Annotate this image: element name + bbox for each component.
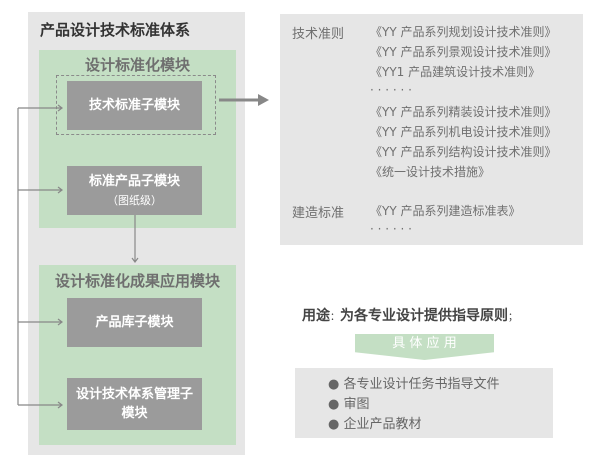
list-item: · · · · · · (370, 222, 412, 236)
application-list: ● 各专业设计任务书指导文件 ● 审图 ● 企业产品教材 (328, 373, 500, 433)
list-item: 《YY 产品系列规划设计技术准则》 (370, 25, 557, 39)
list-item: 《YY1 产品建筑设计技术准则》 (370, 65, 541, 79)
purpose-statement: 用途：为各专业设计提供指导原则； (302, 305, 518, 325)
list-item: 《YY 产品系列建造标准表》 (370, 204, 521, 218)
list-item: 《YY 产品系列机电设计技术准则》 (370, 125, 557, 139)
down-connector (131, 215, 139, 263)
list-item: 《YY 产品系列结构设计技术准则》 (370, 145, 557, 159)
module-label: 设计技术体系管理子模块 (75, 387, 193, 421)
tech-criteria-label: 技术准则 (292, 27, 345, 42)
purpose-end: ； (508, 312, 518, 323)
purpose-sep: ： (330, 312, 340, 323)
list-item: ● 企业产品教材 (328, 417, 422, 432)
list-item: ● 审图 (328, 397, 370, 412)
purpose-label: 用途 (302, 308, 330, 324)
tech-system-management-submodule[interactable]: 设计技术体系管理子模块 (67, 378, 202, 430)
purpose-text: 为各专业设计提供指导原则 (340, 308, 508, 324)
product-library-submodule[interactable]: 产品库子模块 (67, 298, 202, 347)
application-module-title: 设计标准化成果应用模块 (54, 272, 220, 290)
list-item: ● 各专业设计任务书指导文件 (328, 377, 500, 392)
standard-product-submodule[interactable]: 标准产品子模块 （图纸级） (67, 166, 202, 215)
tech-standard-submodule[interactable]: 技术标准子模块 (67, 81, 202, 130)
list-item: 《统一设计技术措施》 (370, 165, 491, 179)
module-label: 标准产品子模块 (88, 173, 180, 189)
list-item: 《YY 产品系列景观设计技术准则》 (370, 45, 557, 59)
system-title: 产品设计技术标准体系 (40, 21, 191, 39)
arrow-to-management (18, 401, 63, 409)
standards-panel (280, 14, 583, 245)
application-list-panel (295, 368, 553, 438)
arrow-to-library (18, 318, 63, 326)
standardization-module-title: 设计标准化模块 (84, 56, 190, 74)
list-item: 《YY 产品系列精装设计技术准则》 (370, 105, 557, 119)
build-standard-label: 建造标准 (292, 206, 345, 221)
module-label: 技术标准子模块 (88, 98, 180, 113)
list-item: · · · · · · (370, 83, 412, 97)
build-standard-list: 《YY 产品系列建造标准表》 · · · · · · (370, 202, 520, 242)
module-label: 产品库子模块 (95, 315, 174, 330)
arrow-to-product (18, 186, 63, 194)
module-sublabel: （图纸级） (107, 193, 162, 207)
dashed-highlight (56, 75, 216, 135)
arrow-to-tech (18, 104, 63, 112)
tech-criteria-list: 《YY 产品系列规划设计技术准则》 《YY 产品系列景观设计技术准则》 《YY1… (370, 23, 556, 183)
